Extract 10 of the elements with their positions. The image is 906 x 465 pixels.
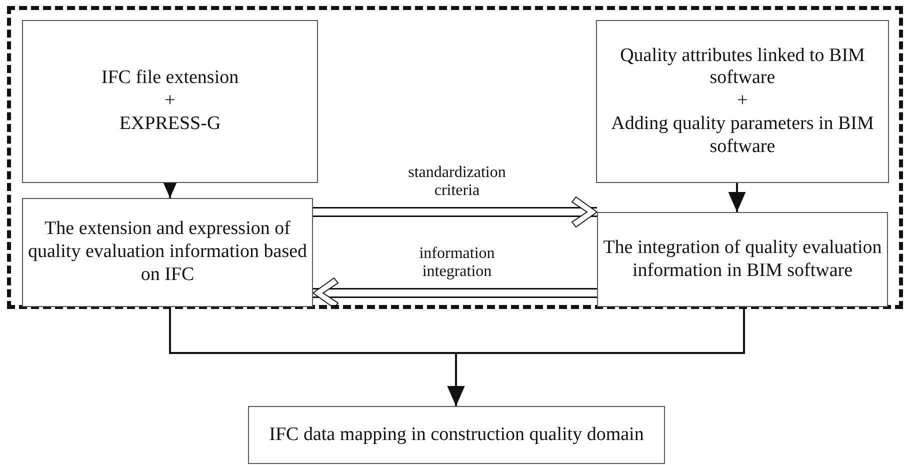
dashed-group-frame — [7, 6, 903, 309]
process-box: IFC file extension + EXPRESS-G — [22, 20, 318, 183]
edge-label: standardization criteria — [407, 164, 507, 200]
process-box: Quality attributes linked to BIM software + Adding quality parameters in BIM software — [596, 20, 889, 183]
arrow — [728, 183, 746, 212]
process-box: The extension and expression of quality evaluation information based on IFC — [22, 198, 313, 307]
edge-label: information integration — [418, 245, 496, 280]
process-box: The integration of quality evaluation information in BIM software — [597, 212, 888, 307]
process-box: IFC data mapping in construction quality domain — [248, 406, 665, 464]
arrow — [447, 307, 745, 406]
